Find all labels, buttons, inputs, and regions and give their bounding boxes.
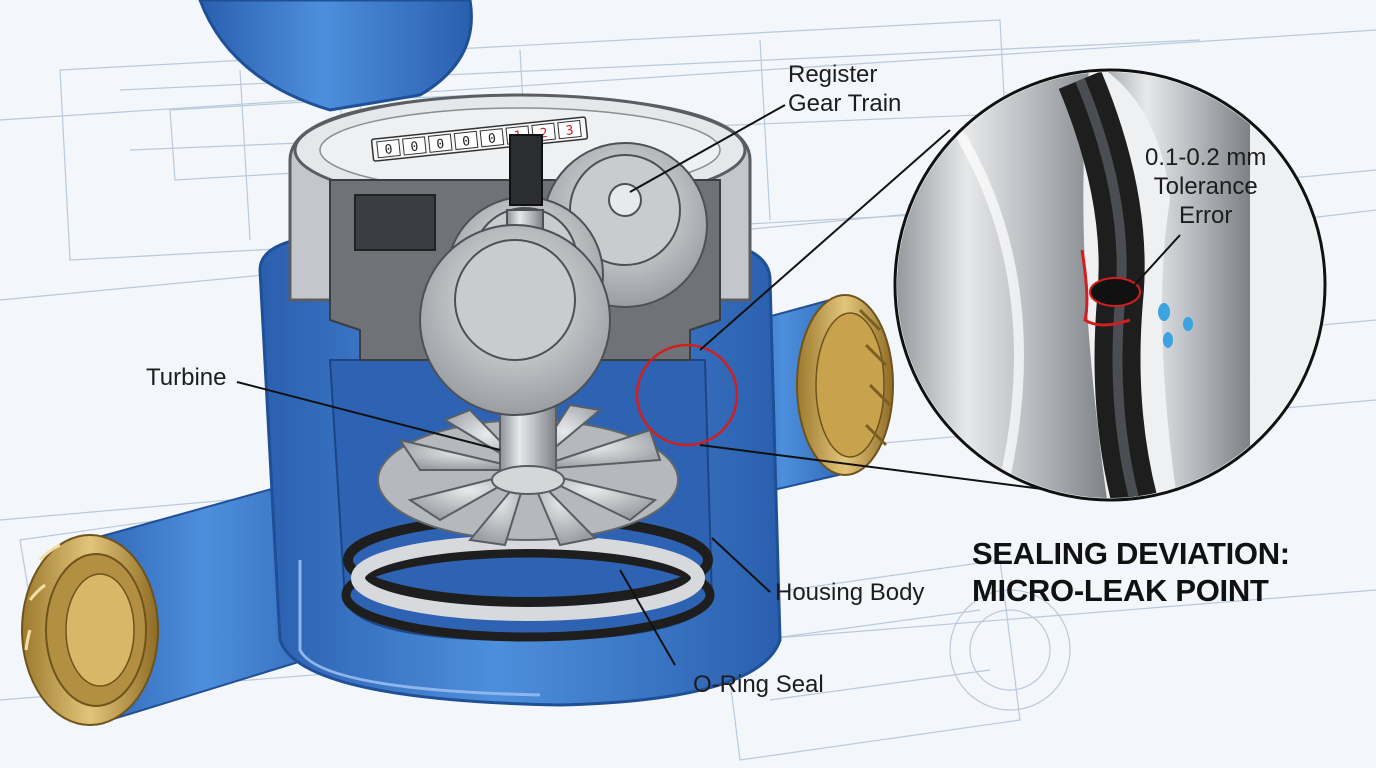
blue-lid <box>198 0 473 112</box>
dial-digit: 0 <box>410 140 419 156</box>
tolerance-label-line2: Tolerance <box>1153 173 1258 200</box>
leak-highlight-circle <box>635 343 739 447</box>
label-housing-body: Housing Body <box>775 579 925 606</box>
zoom-leader-lines <box>699 129 1051 491</box>
tolerance-label-line1: 0.1-0.2 mm <box>1145 144 1267 171</box>
label-o-ring-seal: O-Ring Seal <box>693 671 824 698</box>
zoom-detail <box>893 68 1327 502</box>
label-register-gear-train: Register Gear Train <box>788 60 901 118</box>
water-droplets <box>1158 303 1193 348</box>
dial-digit-box <box>427 133 453 153</box>
dial-digit: 0 <box>436 137 445 153</box>
dial-digit: 0 <box>384 142 393 158</box>
turbine <box>377 369 679 547</box>
dial-digit: 0 <box>462 134 471 150</box>
dial-digit-box <box>376 138 401 159</box>
register-gear-train <box>419 134 708 416</box>
headline-line2: MICRO-LEAK POINT <box>972 573 1269 608</box>
label-tolerance-error: 0.1-0.2 mm Tolerance Error <box>1145 143 1266 230</box>
dial-digit-box <box>402 136 427 156</box>
label-turbine: Turbine <box>146 364 227 391</box>
dial-digit-box <box>557 119 582 140</box>
headline-line1: SEALING DEVIATION: <box>972 536 1290 571</box>
tolerance-label-line3: Error <box>1179 202 1233 229</box>
callout-lines <box>236 104 1181 666</box>
sealing-deviation-headline: SEALING DEVIATION: MICRO-LEAK POINT <box>972 535 1290 609</box>
register-label-line1: Register <box>788 61 878 88</box>
dial-digit-box <box>479 128 505 148</box>
dial-digit: 0 <box>487 131 496 147</box>
meter-dial: 00000123 <box>370 116 589 162</box>
dial-digit: 2 <box>539 126 548 142</box>
register-label-line2: Gear Train <box>788 90 902 117</box>
dial-digit-box <box>453 130 479 151</box>
dial-digit: 3 <box>565 123 574 139</box>
